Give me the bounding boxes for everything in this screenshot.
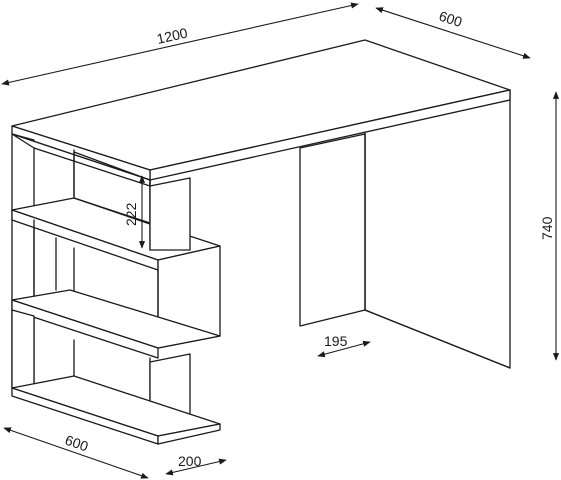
dimension-width-label: 1200 xyxy=(155,24,189,47)
dimension-shelf-depth: 600 xyxy=(3,427,149,479)
dimension-width: 1200 xyxy=(1,2,359,86)
dimension-shelf-width: 200 xyxy=(165,453,227,476)
dimension-panel-width-label: 195 xyxy=(324,333,348,349)
dimension-panel-width: 195 xyxy=(317,333,371,358)
right-side-panel xyxy=(364,99,511,369)
desk-outline xyxy=(11,39,511,445)
dimension-depth: 600 xyxy=(375,7,531,59)
inner-support-panel xyxy=(299,133,366,327)
dimension-height: 740 xyxy=(539,91,560,361)
dimension-shelf-spacing-label: 222 xyxy=(123,202,139,226)
dimension-shelf-depth-label: 600 xyxy=(63,432,90,455)
dimension-depth-label: 600 xyxy=(437,8,464,31)
dimension-shelf-spacing: 222 xyxy=(123,175,146,249)
dimension-height-label: 740 xyxy=(539,216,555,240)
dimension-shelf-width-label: 200 xyxy=(178,453,202,469)
